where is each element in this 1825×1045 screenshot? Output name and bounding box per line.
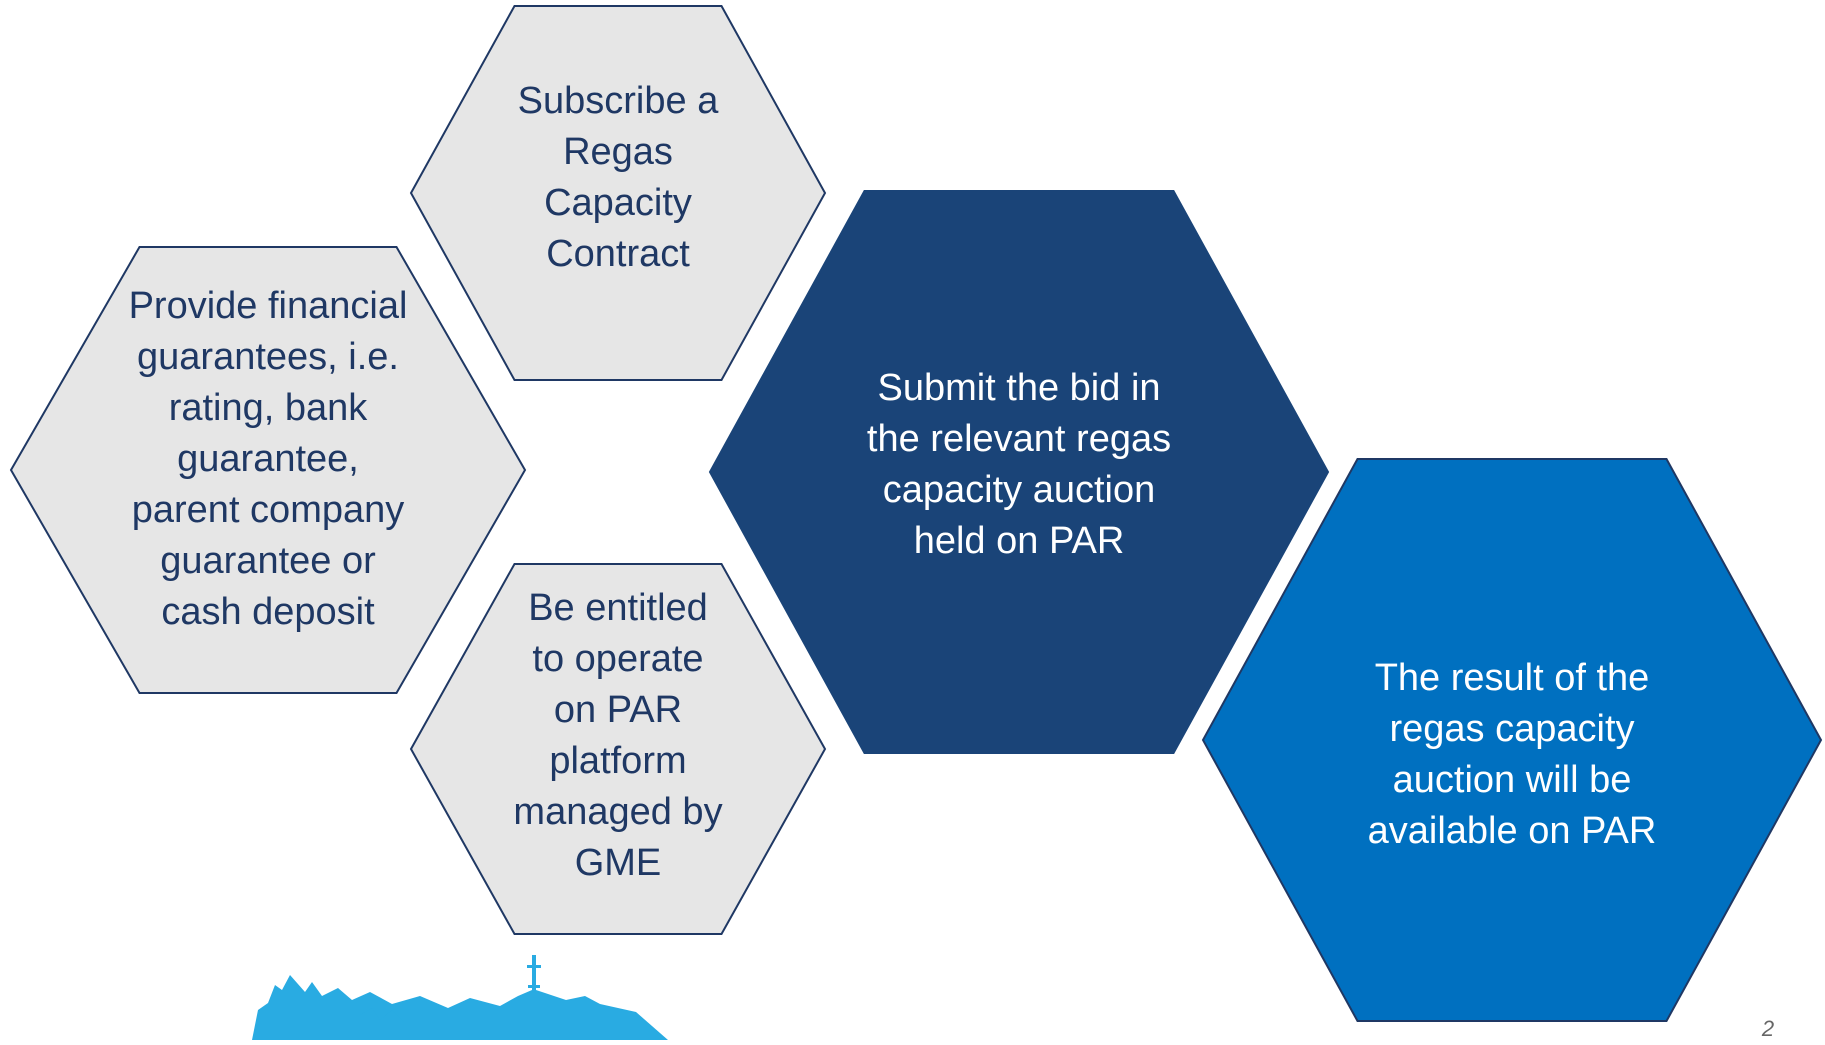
hexagon-label-line: guarantee, <box>177 438 359 480</box>
hexagon-step-submit-bid: Submit the bid in the relevant regas capac… <box>708 190 1330 754</box>
hexagon-shape <box>1201 458 1823 1022</box>
hexagon-label-line: rating, bank <box>169 387 369 429</box>
hexagon-label-line: guarantee or <box>160 540 376 582</box>
hexagon-label-line: capacity auction <box>883 469 1156 511</box>
hexagon-step-entitled: Be entitled to operate on PAR platform manag… <box>409 563 827 935</box>
hexagon-label-line: managed by <box>513 791 722 833</box>
hexagon-shape <box>409 5 827 381</box>
hexagon-label-line: Regas <box>563 131 673 173</box>
hexagon-label: The result of the regas capacity auction w… <box>1368 657 1657 852</box>
logo-silhouette-icon <box>252 955 668 1040</box>
hexagon-label-line: Contract <box>546 233 690 275</box>
hexagon-label-line: Submit the bid in <box>877 367 1160 409</box>
hexagon-label-line: GME <box>575 842 662 884</box>
hexagon-label-line: on PAR <box>554 689 682 731</box>
hexagon-label-line: guarantees, i.e. <box>137 336 399 378</box>
hexagon-label: Submit the bid in the relevant regas capac… <box>867 367 1171 562</box>
hexagon-label-line: cash deposit <box>161 591 375 633</box>
hexagon-label-line: to operate <box>532 638 703 680</box>
hexagon-shape <box>9 246 527 694</box>
hexagon-shape <box>409 563 827 935</box>
hexagon-step-guarantees: Provide financial guarantees, i.e. rating,… <box>9 246 527 694</box>
hexagon-label: Provide financial guarantees, i.e. rating,… <box>129 285 408 633</box>
hexagon-label-line: Subscribe a <box>518 80 720 122</box>
hexagon-step-result: The result of the regas capacity auction w… <box>1201 458 1823 1022</box>
hexagon-label-line: auction will be <box>1393 759 1632 801</box>
hexagon-label-line: parent company <box>132 489 405 531</box>
hexagon-label: Be entitled to operate on PAR platform manag… <box>513 587 722 884</box>
hexagon-shape <box>708 190 1330 754</box>
hexagon-label-line: Capacity <box>544 182 692 224</box>
hexagon-label-line: available on PAR <box>1368 810 1657 852</box>
hexagon-label-line: platform <box>549 740 686 782</box>
hexagon-label-line: Provide financial <box>129 285 408 327</box>
hexagon-label-line: regas capacity <box>1389 708 1634 750</box>
hexagon-label-line: Be entitled <box>528 587 708 629</box>
hexagon-label-line: held on PAR <box>914 520 1125 562</box>
hexagon-label-line: the relevant regas <box>867 418 1171 460</box>
hexagon-label-line: The result of the <box>1375 657 1650 699</box>
page-number: 2 <box>1761 1016 1774 1040</box>
